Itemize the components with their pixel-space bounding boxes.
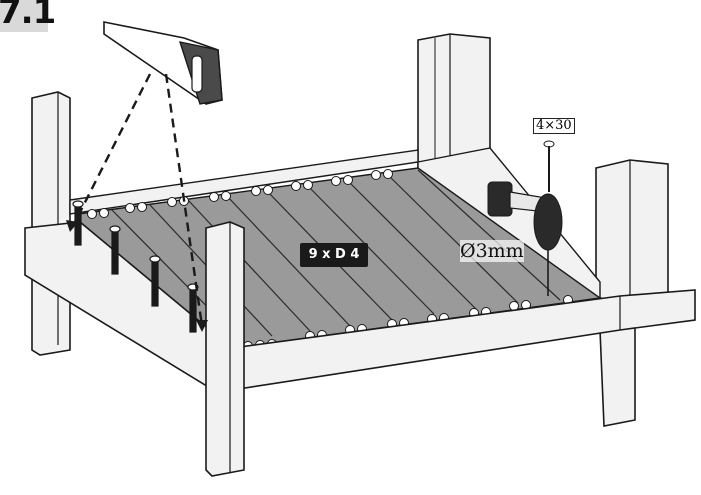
screw-size-label: 4×30 xyxy=(533,118,575,134)
cut-arrow-right xyxy=(196,320,208,332)
drill-icon xyxy=(487,181,563,296)
cut-guide-lines xyxy=(70,73,204,327)
front-left-post xyxy=(205,221,245,477)
drill-screw xyxy=(543,140,555,192)
step-badge: 7.1 xyxy=(0,0,56,32)
cut-arrow-left xyxy=(66,220,78,232)
screw-icon xyxy=(72,200,84,246)
back-rail-screws xyxy=(87,169,393,219)
rear-center-post xyxy=(417,33,491,176)
screw-icon xyxy=(149,255,161,307)
saw-icon xyxy=(103,21,223,105)
step-number: 7.1 xyxy=(0,0,56,32)
left-screws xyxy=(72,200,199,333)
screw-icon xyxy=(109,225,121,275)
screw-icon xyxy=(187,283,199,333)
drill-size-label: Ø3mm xyxy=(460,240,524,262)
board-count-label: 9 x D 4 xyxy=(300,243,368,267)
